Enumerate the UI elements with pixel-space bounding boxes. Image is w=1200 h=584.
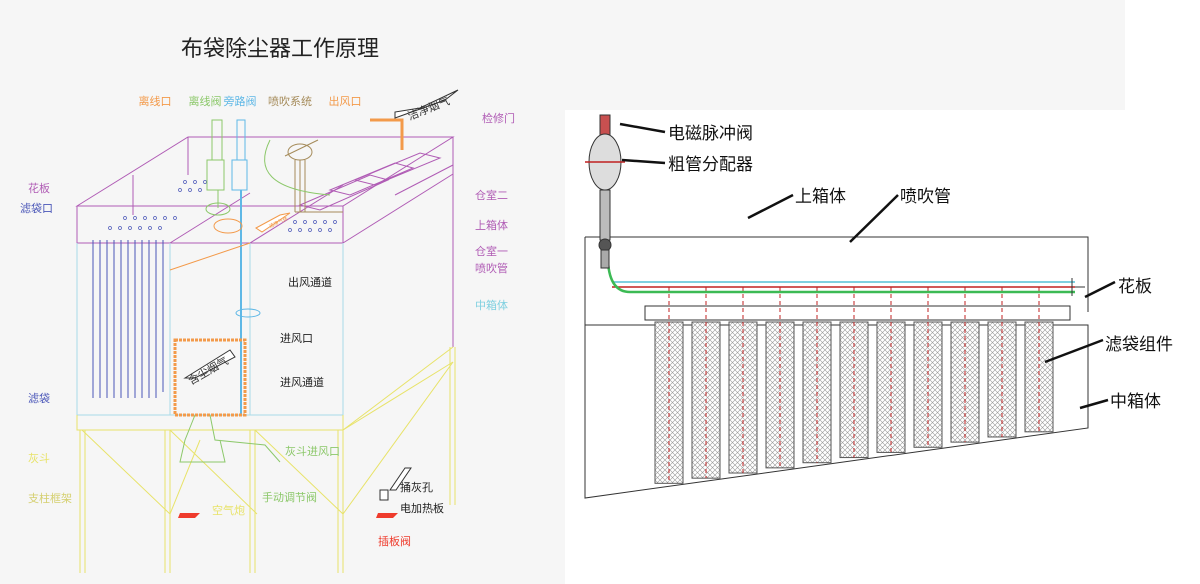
- gate-valves: [178, 513, 398, 518]
- flower-plate: [644, 305, 1071, 321]
- outlet-channel-line: [169, 242, 251, 271]
- heating-plate-shape: [379, 489, 389, 501]
- hopper-inlet-duct: [179, 414, 281, 463]
- right-diagram: 电磁脉冲阀 粗管分配器 上箱体 喷吹管 花板 滤袋组件 中箱体: [584, 114, 1173, 499]
- label-distributor: 粗管分配器: [668, 155, 753, 175]
- label-offline-valve: 离线阀: [189, 94, 222, 108]
- label-filter-bag: 滤袋: [28, 391, 50, 405]
- label-right-upper-box: 上箱体: [795, 187, 846, 207]
- flower-plate-holes: [108, 180, 337, 232]
- label-manual-valve: 手动调节阀: [262, 490, 317, 504]
- label-inlet: 进风口: [280, 332, 313, 345]
- bypass-valve-shape: [231, 119, 261, 415]
- left-diagram: 布袋除尘器工作原理: [20, 37, 515, 573]
- label-inlet-channel: 进风通道: [280, 375, 324, 389]
- left-labels: 离线口 离线阀 旁路阀 喷吹系统 出风口 检修门 花板 滤袋口 仓室二 上箱体 …: [20, 94, 515, 548]
- label-poke-hole: 捅灰孔: [400, 480, 433, 494]
- filter-bag: [950, 321, 980, 443]
- label-outlet: 出风口: [329, 94, 362, 108]
- label-right-middle-box: 中箱体: [1110, 392, 1161, 412]
- label-bypass-valve: 旁路阀: [224, 94, 257, 108]
- outlet-duct: [370, 118, 404, 150]
- diagram-title: 布袋除尘器工作原理: [181, 37, 379, 62]
- clean-air-tag: [255, 212, 291, 233]
- label-air-cannon: 空气炮: [212, 503, 245, 517]
- offline-valve-shape: [205, 119, 231, 216]
- poke-hole-shape: [389, 467, 412, 491]
- label-gate-valve: 插板阀: [378, 534, 411, 548]
- hopper-and-frame: [76, 346, 456, 573]
- offline-port-shape: [213, 218, 243, 234]
- label-middle-box: 中箱体: [475, 298, 508, 312]
- label-right-blow-pipe: 喷吹管: [900, 187, 951, 207]
- clean-gas-arrow: [394, 89, 459, 119]
- filter-bags: [92, 240, 164, 398]
- label-bag-opening: 滤袋口: [20, 201, 53, 215]
- pulse-valve: [585, 114, 625, 269]
- filter-bag: [728, 321, 758, 474]
- label-chamber-two: 仓室二: [475, 188, 508, 202]
- dusty-gas-arrow: [183, 349, 236, 379]
- label-upper-box: 上箱体: [475, 218, 508, 232]
- upper-box-outline: [75, 136, 455, 347]
- label-bag-assembly: 滤袋组件: [1105, 335, 1173, 355]
- leader-arrows: [619, 122, 1116, 410]
- label-inspection-door: 检修门: [482, 111, 515, 125]
- label-blow-pipe: 喷吹管: [475, 261, 508, 275]
- label-flower-plate: 花板: [28, 181, 50, 195]
- label-ash-hopper: 灰斗: [28, 451, 50, 465]
- label-hopper-inlet: 灰斗进风口: [285, 444, 340, 458]
- label-blowing-system: 喷吹系统: [268, 95, 312, 108]
- label-heating-plate: 电加热板: [400, 501, 444, 515]
- filter-bag-assembly: [654, 287, 1054, 484]
- blow-line: [264, 139, 331, 196]
- label-outlet-channel: 出风通道: [288, 275, 332, 289]
- label-right-flower-plate: 花板: [1118, 277, 1152, 297]
- blowing-system-shape: [284, 139, 343, 213]
- label-pulse-valve: 电磁脉冲阀: [668, 124, 753, 144]
- right-labels: 电磁脉冲阀 粗管分配器 上箱体 喷吹管 花板 滤袋组件 中箱体: [668, 124, 1173, 412]
- label-chamber-one: 仓室一: [475, 244, 508, 258]
- label-offline-port: 离线口: [139, 94, 172, 108]
- label-support-frame: 支柱框架: [28, 491, 72, 505]
